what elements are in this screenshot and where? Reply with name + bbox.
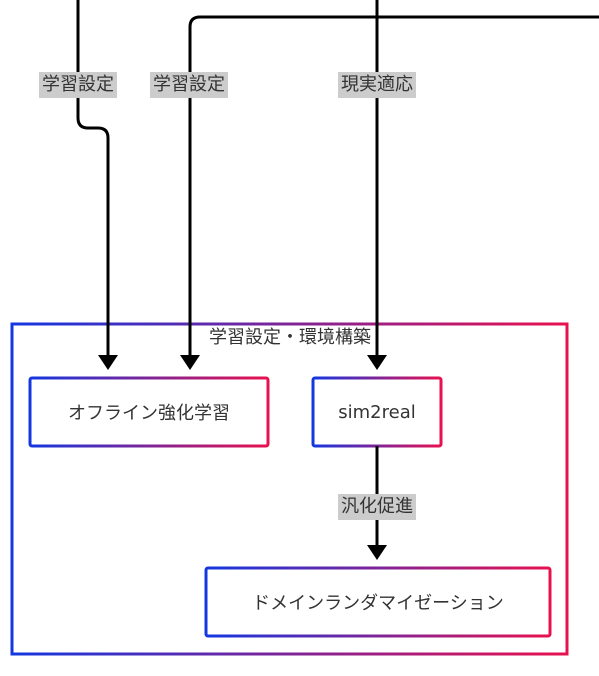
edge-label-learning-setup-1: 学習設定	[39, 72, 117, 98]
edge-learning-setup-1	[76, 0, 110, 356]
edge-arrowhead-2	[180, 355, 200, 370]
edge-label-generalization: 汎化促進	[338, 494, 416, 520]
edge-learning-setup-2	[188, 15, 599, 356]
edge-arrowhead-4	[367, 545, 387, 560]
edge-arrowhead-1	[98, 355, 118, 370]
node-box-domain-randomization	[204, 566, 552, 638]
node-box-offline-rl	[28, 376, 270, 448]
node-sim2real: sim2real	[338, 401, 416, 423]
node-offline-rl: オフライン強化学習	[68, 403, 230, 424]
edge-label-real-adaptation: 現実適応	[338, 72, 416, 98]
edge-label-learning-setup-2: 学習設定	[150, 72, 228, 98]
node-domain-randomization: ドメインランダマイゼーション	[252, 593, 504, 614]
edge-arrowhead-3	[367, 355, 387, 370]
group-title: 学習設定・環境構築	[209, 327, 371, 348]
